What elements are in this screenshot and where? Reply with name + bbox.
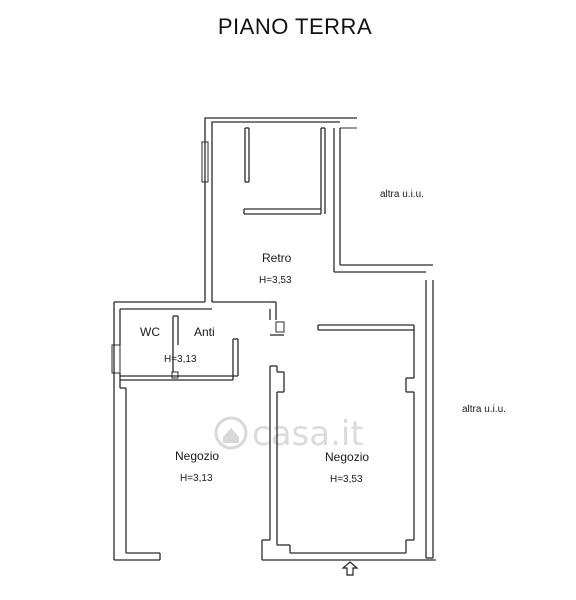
room-name-negozio-left: Negozio [175, 449, 219, 463]
watermark: casa.it [214, 414, 364, 454]
room-name-negozio-right: Negozio [325, 450, 369, 464]
room-name-retro: Retro [262, 251, 292, 265]
plan-title: PIANO TERRA [218, 14, 372, 39]
room-height-anti: H=3,13 [164, 354, 197, 365]
room-height-negozio-left: H=3,13 [180, 473, 213, 484]
neighbor-label-right: altra u.i.u. [462, 404, 506, 415]
room-name-anti: Anti [194, 325, 215, 339]
room-height-negozio-right: H=3,53 [330, 474, 363, 485]
room-height-retro: H=3,53 [259, 275, 292, 286]
room-name-wc: WC [140, 325, 160, 339]
watermark-logo-icon [214, 416, 248, 450]
neighbor-label-top-right: altra u.i.u. [380, 189, 424, 200]
watermark-text: casa.it [252, 414, 364, 454]
entrance-arrow-icon [341, 561, 359, 576]
walls [111, 117, 436, 561]
